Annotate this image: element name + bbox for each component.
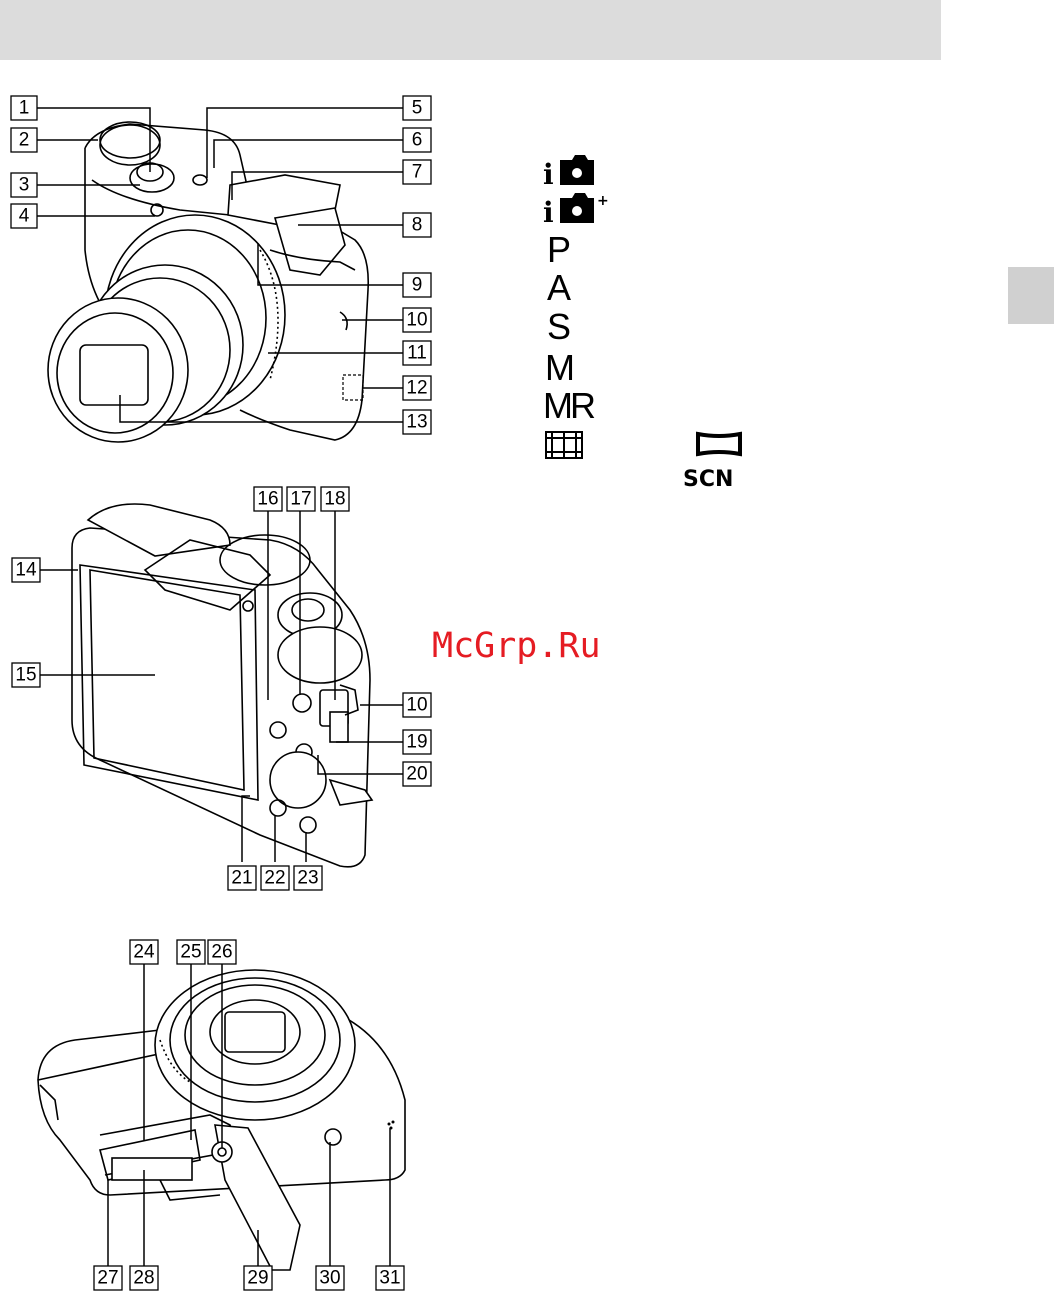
svg-text:6: 6: [412, 130, 423, 151]
callout-23: 23: [294, 866, 322, 890]
callout-24: 24: [130, 940, 158, 964]
panorama-icon: [698, 434, 740, 454]
callout-8: 8: [403, 213, 431, 237]
callout-28: 28: [130, 1266, 158, 1290]
i-camera-plus-icon: i +: [543, 193, 609, 229]
callout-6: 6: [403, 128, 431, 152]
mode-m-label: M: [545, 350, 575, 386]
svg-text:3: 3: [19, 175, 30, 196]
callout-22: 22: [261, 866, 289, 890]
svg-text:16: 16: [257, 489, 278, 510]
mode-mr-label: MR: [543, 388, 593, 424]
callout-21: 21: [228, 866, 256, 890]
callout-11: 11: [403, 341, 431, 365]
mode-a-label: A: [547, 270, 571, 306]
svg-text:22: 22: [264, 868, 285, 889]
svg-text:20: 20: [406, 764, 427, 785]
svg-text:15: 15: [15, 665, 36, 686]
callout-20: 20: [403, 762, 431, 786]
svg-text:12: 12: [406, 378, 427, 399]
svg-text:30: 30: [319, 1268, 340, 1289]
callout-14: 14: [12, 558, 40, 582]
callout-25: 25: [177, 940, 205, 964]
svg-text:2: 2: [19, 130, 30, 151]
callout-12: 12: [403, 376, 431, 400]
mode-s-label: S: [547, 309, 571, 345]
svg-text:17: 17: [290, 489, 311, 510]
callout-2: 2: [11, 128, 37, 152]
callout-16: 16: [254, 487, 282, 511]
callout-7: 7: [403, 160, 431, 184]
svg-text:21: 21: [231, 868, 252, 889]
svg-text:10: 10: [406, 310, 427, 331]
callout-13: 13: [403, 410, 431, 434]
svg-text:i: i: [543, 196, 554, 229]
mode-p-label: P: [547, 232, 571, 268]
svg-text:28: 28: [133, 1268, 154, 1289]
svg-text:14: 14: [15, 560, 37, 581]
callout-5: 5: [403, 96, 431, 120]
svg-text:27: 27: [97, 1268, 118, 1289]
callout-27: 27: [94, 1266, 122, 1290]
svg-text:18: 18: [324, 489, 345, 510]
callout-30: 30: [316, 1266, 344, 1290]
callout-10-rear: 10: [403, 693, 431, 717]
callout-15: 15: [12, 663, 40, 687]
svg-text:13: 13: [406, 412, 427, 433]
svg-text:i: i: [543, 158, 554, 191]
rear-view-illustration: [72, 504, 372, 867]
svg-text:+: +: [597, 193, 609, 209]
svg-text:29: 29: [247, 1268, 268, 1289]
watermark: McGrp.Ru: [432, 626, 601, 666]
mode-scn-label: SCN: [683, 467, 733, 492]
svg-text:7: 7: [412, 162, 423, 183]
svg-text:9: 9: [412, 275, 423, 296]
svg-text:10: 10: [406, 695, 427, 716]
svg-text:31: 31: [379, 1268, 400, 1289]
callout-9: 9: [403, 273, 431, 297]
svg-text:23: 23: [297, 868, 318, 889]
callout-1: 1: [11, 96, 37, 120]
svg-text:4: 4: [19, 206, 30, 227]
svg-text:5: 5: [412, 98, 423, 119]
rear-leader-lines: [40, 510, 403, 862]
svg-text:11: 11: [407, 343, 427, 364]
callout-3: 3: [11, 173, 37, 197]
callout-10-front: 10: [403, 308, 431, 332]
svg-text:19: 19: [406, 732, 427, 753]
svg-text:25: 25: [180, 942, 201, 963]
callout-18: 18: [321, 487, 349, 511]
front-view-illustration: [48, 122, 368, 442]
svg-text:26: 26: [211, 942, 232, 963]
film-strip-icon: [546, 432, 582, 458]
callout-29: 29: [244, 1266, 272, 1290]
svg-text:8: 8: [412, 215, 423, 236]
callout-26: 26: [208, 940, 236, 964]
svg-text:1: 1: [19, 98, 30, 119]
i-camera-icon: i: [543, 155, 594, 191]
callout-4: 4: [11, 204, 37, 228]
callout-17: 17: [287, 487, 315, 511]
callout-19: 19: [403, 730, 431, 754]
svg-text:24: 24: [133, 942, 155, 963]
callout-31: 31: [376, 1266, 404, 1290]
